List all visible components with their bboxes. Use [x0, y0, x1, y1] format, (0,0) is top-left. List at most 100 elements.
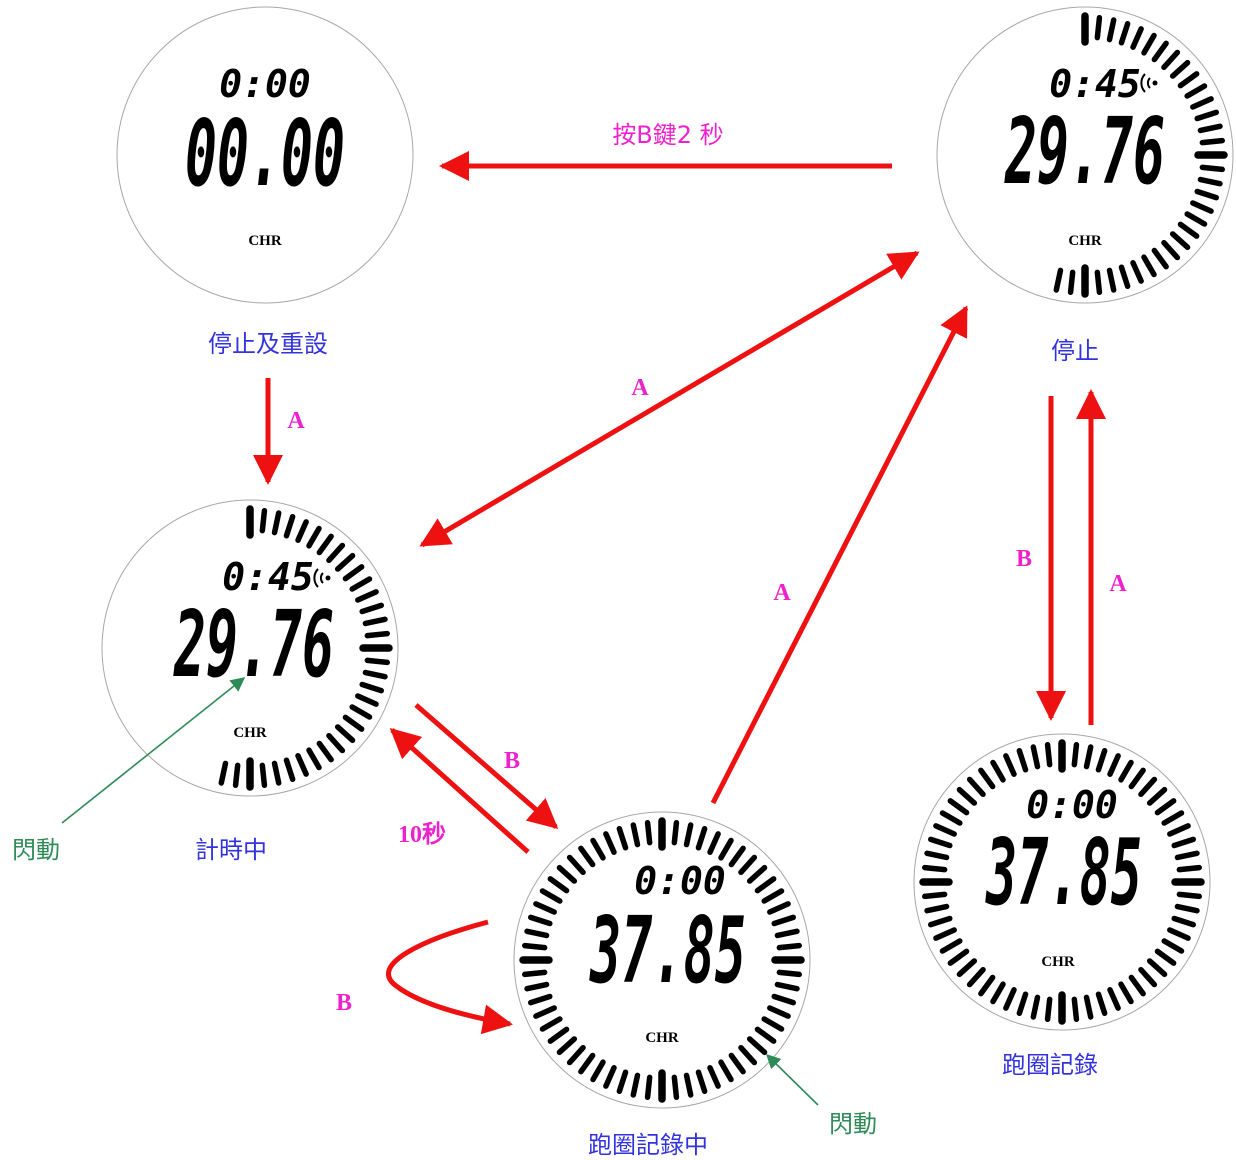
- mode-indicator: CHR: [1041, 954, 1075, 970]
- lap-segment-tick: [1094, 269, 1103, 295]
- lap-segment-tick: [630, 1072, 641, 1098]
- lap-segment-tick: [355, 589, 379, 603]
- lap-segment-tick: [966, 966, 986, 988]
- lap-segment-tick: [590, 837, 606, 861]
- lap-segment-tick: [1161, 239, 1181, 261]
- lap-segment-tick: [556, 864, 578, 884]
- lap-segment-tick: [1083, 744, 1094, 770]
- lap-segment-tick: [1151, 40, 1169, 63]
- lap-segment-tick: [616, 1069, 629, 1094]
- lap-segment-tick: [1118, 21, 1131, 46]
- lap-segment-tick: [1177, 71, 1200, 89]
- lap-segment-tick: [671, 1074, 680, 1100]
- lap-segment-tick: [644, 820, 653, 846]
- lap-segment-tick: [349, 576, 373, 592]
- signal-icon: [1140, 73, 1158, 93]
- lap-segment-tick: [326, 542, 346, 564]
- lap-segment-tick: [644, 1074, 653, 1100]
- lap-segment-tick: [1154, 798, 1177, 816]
- lap-segment-tick: [306, 525, 322, 549]
- mode-indicator: CHR: [233, 725, 267, 741]
- main-time-display: 29.76: [173, 591, 334, 698]
- lap-segment-tick: [1169, 231, 1191, 251]
- lap-segment-tick: [1171, 915, 1196, 928]
- lap-segment-tick: [349, 704, 373, 720]
- lap-segment-tick: [1174, 850, 1200, 861]
- lap-segment-tick: [738, 854, 758, 876]
- lap-segment-tick: [1176, 864, 1202, 873]
- lap-segment-tick: [359, 681, 384, 694]
- lap-segment-tick: [671, 820, 680, 846]
- lap-segment-tick: [539, 888, 563, 904]
- lap-segment-tick: [1118, 981, 1134, 1005]
- main-time-display: 37.85: [589, 897, 746, 1004]
- lap-segment-tick: [718, 837, 734, 861]
- lap-segment-tick: [738, 1044, 758, 1066]
- lap-segment-tick: [1190, 200, 1214, 214]
- lap-segment-tick: [1053, 267, 1064, 293]
- lap-segment-tick: [1138, 776, 1158, 798]
- lap-segment-tick: [683, 1072, 694, 1098]
- lap-segment-tick: [767, 1005, 791, 1019]
- lap-segment-tick: [539, 1016, 563, 1032]
- lap-segment-tick: [1071, 742, 1080, 768]
- lap-segment-tick: [334, 552, 356, 572]
- lap-segment-tick: [1044, 996, 1053, 1022]
- lap-segment-tick: [1167, 823, 1191, 837]
- lap-segment-tick: [1171, 836, 1196, 849]
- lap-segment-tick: [1107, 753, 1121, 777]
- lap-segment-tick: [578, 1052, 596, 1075]
- lap-segment-tick: [933, 927, 957, 941]
- lap-segment-tick: [603, 831, 617, 855]
- lap-segment-tick: [947, 948, 970, 966]
- lap-segment-tick: [528, 914, 553, 927]
- lap-segment-tick: [1151, 247, 1169, 270]
- lap-segment-tick: [533, 901, 557, 915]
- lap-segment-tick: [933, 823, 957, 837]
- lap-segment-tick: [990, 759, 1006, 783]
- lap-segment-tick: [978, 767, 996, 790]
- lap-segment-tick: [271, 760, 282, 786]
- mode-indicator: CHR: [1068, 233, 1102, 249]
- lap-segment-tick: [522, 942, 548, 951]
- note-arrow-flash-segments: [765, 1053, 819, 1106]
- lap-segment-tick: [364, 630, 390, 639]
- lap-segment-tick: [754, 1026, 777, 1044]
- lap-segment-tick: [771, 914, 796, 927]
- lap-segment-tick: [771, 993, 796, 1006]
- lap-segment-tick: [1030, 994, 1041, 1020]
- lap-segment-tick: [1083, 994, 1094, 1020]
- lap-segment-tick: [528, 993, 553, 1006]
- lap-segment-tick: [1071, 996, 1080, 1022]
- lap-segment-tick: [578, 845, 596, 868]
- lap-segment-tick: [1067, 269, 1076, 295]
- label-timing-to-lap: B: [504, 748, 520, 774]
- main-time-display: 29.76: [1004, 98, 1165, 205]
- arrow-lap-self-loop: [386, 919, 513, 1035]
- lap-segment-tick: [362, 669, 388, 680]
- lap-segment-tick: [547, 876, 570, 894]
- watch-lap-recording: 0:00 37.85 CHR: [513, 811, 811, 1109]
- lap-segment-tick: [761, 1016, 785, 1032]
- lap-segment-tick: [283, 757, 296, 782]
- watch-timing: 0:45 29.76 CHR: [101, 499, 399, 797]
- lap-segment-tick: [271, 510, 282, 536]
- lap-segment-tick: [218, 760, 229, 786]
- lap-segment-tick: [728, 845, 746, 868]
- lap-segment-tick: [1161, 49, 1181, 71]
- lap-segment-tick: [1003, 987, 1017, 1011]
- lap-segment-tick: [1199, 137, 1225, 146]
- lap-segment-tick: [334, 724, 356, 744]
- lap-segment-tick: [316, 740, 334, 763]
- lap-segment-tick: [1176, 891, 1202, 900]
- arrow-lap-to-timing: [389, 727, 530, 854]
- lap-segment-tick: [259, 508, 268, 534]
- lap-segment-tick: [1199, 164, 1225, 173]
- lap-segment-tick: [1118, 759, 1134, 783]
- lap-segment-tick: [603, 1065, 617, 1089]
- lap-segment-tick: [1184, 211, 1208, 227]
- state-label-timing: 計時中: [195, 836, 267, 864]
- lap-segment-tick: [1130, 260, 1144, 284]
- label-lap-self-loop: B: [336, 990, 352, 1016]
- lap-segment-tick: [1044, 742, 1053, 768]
